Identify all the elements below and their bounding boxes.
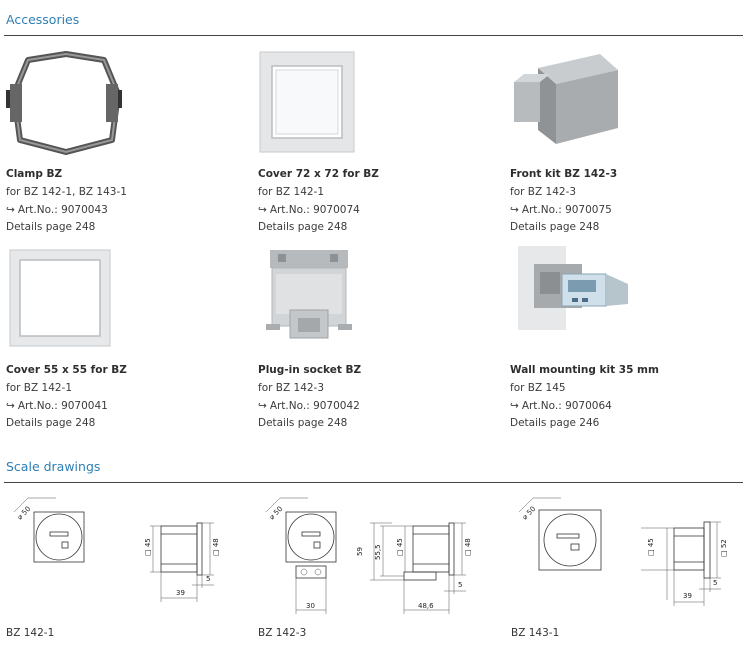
product-name: Wall mounting kit 35 mm bbox=[510, 364, 659, 376]
article-number: ↪Art.No.: 9070043 bbox=[6, 203, 108, 216]
scale-drawing-front-side: ⌀ 50 □ 45 □ 48 39 5 bbox=[13, 497, 220, 602]
drawing-label: BZ 143-1 bbox=[511, 627, 560, 639]
dim-h2: □ 48 bbox=[212, 538, 220, 556]
article-number: ↪Art.No.: 9070064 bbox=[510, 399, 612, 412]
scale-drawing-front-side: ⌀ 50 30 59 55,5 □ 45 □ 48 48,6 bbox=[265, 497, 472, 614]
dim-h1: □ 45 bbox=[144, 538, 152, 556]
arrow-icon: ↪ bbox=[510, 399, 519, 412]
dim-diameter: ⌀ 50 bbox=[16, 505, 33, 522]
product-compat: for BZ 142-3 bbox=[510, 185, 577, 198]
front-kit-image bbox=[514, 54, 618, 144]
drawing-label: BZ 142-1 bbox=[6, 627, 55, 639]
section-title-scale-drawings: Scale drawings bbox=[6, 459, 101, 474]
dim-h2: □ 48 bbox=[464, 538, 472, 556]
scale-drawing-front-side: ⌀ 50 □ 45 □ 52 39 5 bbox=[518, 497, 728, 606]
details-link[interactable]: Details page 248 bbox=[258, 221, 348, 234]
arrow-icon: ↪ bbox=[258, 399, 267, 412]
product-name: Clamp BZ bbox=[6, 168, 63, 180]
details-link[interactable]: Details page 246 bbox=[510, 417, 600, 430]
dim-w0: 30 bbox=[306, 602, 315, 610]
product-compat: for BZ 142-1 bbox=[258, 185, 325, 198]
product-compat: for BZ 142-3 bbox=[258, 381, 325, 394]
socket-image bbox=[266, 250, 352, 339]
dim-diameter: ⌀ 50 bbox=[268, 505, 285, 522]
clamp-image bbox=[6, 51, 122, 155]
wall-kit-image bbox=[518, 246, 628, 330]
article-number: ↪Art.No.: 9070042 bbox=[258, 399, 360, 412]
drawing-label: BZ 142-3 bbox=[258, 627, 307, 639]
section-title-accessories: Accessories bbox=[6, 12, 80, 27]
details-link[interactable]: Details page 248 bbox=[510, 221, 600, 234]
cover-72-image bbox=[259, 51, 355, 153]
drawing-bz-142-1: ⌀ 50 □ 45 □ 48 39 5 BZ 142-1 bbox=[0, 490, 250, 640]
dim-h2: □ 52 bbox=[720, 539, 728, 557]
dim-w2: 5 bbox=[713, 579, 717, 587]
article-number: ↪Art.No.: 9070075 bbox=[510, 203, 612, 216]
product-name: Plug-in socket BZ bbox=[258, 364, 362, 376]
drawing-bz-143-1: ⌀ 50 □ 45 □ 52 39 5 BZ 143-1 bbox=[505, 490, 750, 640]
details-link[interactable]: Details page 248 bbox=[6, 417, 96, 430]
details-link[interactable]: Details page 248 bbox=[6, 221, 96, 234]
arrow-icon: ↪ bbox=[258, 203, 267, 216]
product-compat: for BZ 142-1 bbox=[6, 381, 73, 394]
product-name: Front kit BZ 142-3 bbox=[510, 168, 618, 180]
dim-w1: 48,6 bbox=[418, 602, 434, 610]
product-name: Cover 55 x 55 for BZ bbox=[6, 364, 127, 376]
arrow-icon: ↪ bbox=[6, 203, 15, 216]
drawing-bz-142-3: ⌀ 50 30 59 55,5 □ 45 □ 48 48,6 bbox=[252, 490, 502, 640]
dim-w2: 5 bbox=[206, 575, 210, 583]
cover-55-image bbox=[9, 249, 111, 347]
dim-h1: □ 45 bbox=[396, 538, 404, 556]
details-link[interactable]: Details page 248 bbox=[258, 417, 348, 430]
section-divider bbox=[4, 35, 743, 36]
section-divider bbox=[4, 482, 743, 483]
dim-h1: □ 45 bbox=[647, 538, 655, 556]
product-compat: for BZ 145 bbox=[510, 381, 566, 394]
dim-h0: 59 bbox=[356, 547, 364, 556]
dim-w2: 5 bbox=[458, 581, 462, 589]
article-number: ↪Art.No.: 9070074 bbox=[258, 203, 360, 216]
product-compat: for BZ 142-1, BZ 143-1 bbox=[6, 185, 127, 198]
dim-w1: 39 bbox=[176, 589, 185, 597]
dim-h05: 55,5 bbox=[374, 544, 382, 560]
product-name: Cover 72 x 72 for BZ bbox=[258, 168, 379, 180]
arrow-icon: ↪ bbox=[510, 203, 519, 216]
article-number: ↪Art.No.: 9070041 bbox=[6, 399, 108, 412]
dim-w1: 39 bbox=[683, 592, 692, 600]
dim-diameter: ⌀ 50 bbox=[521, 505, 538, 522]
arrow-icon: ↪ bbox=[6, 399, 15, 412]
